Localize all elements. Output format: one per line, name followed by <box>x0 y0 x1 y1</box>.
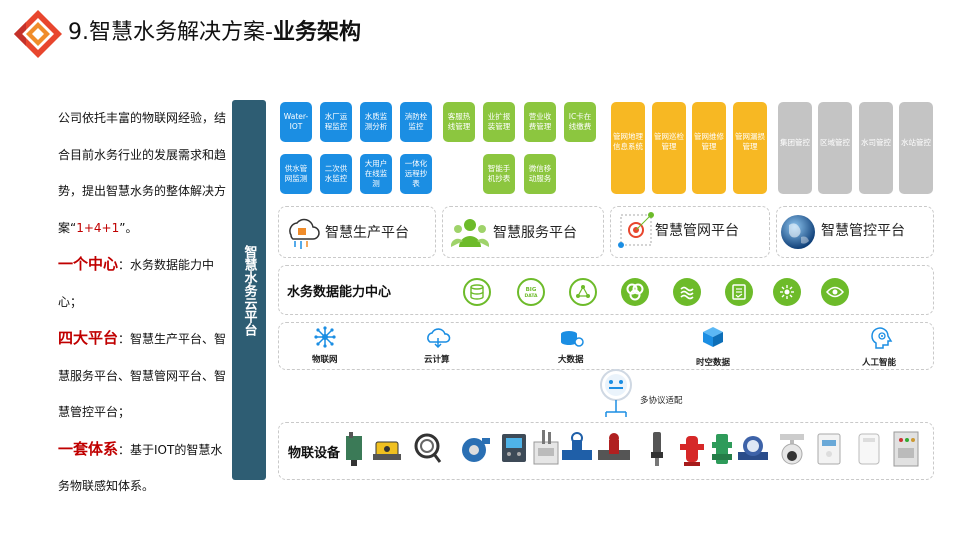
terminal-icon <box>858 433 880 465</box>
database-icon <box>463 278 491 306</box>
tile-pipe-monitor[interactable]: 供水管网监测 <box>280 154 312 194</box>
smart-meter-icon <box>817 433 841 465</box>
water-flow-icon <box>673 278 701 306</box>
ai-head-icon <box>871 327 893 349</box>
company-logo-icon <box>14 10 62 58</box>
protocol-label: 多协议适配 <box>640 396 683 406</box>
data-center-label: 水务数据能力中心 <box>287 285 392 300</box>
tile-secondary-supply[interactable]: 二次供水监控 <box>320 154 352 194</box>
tile-hotline[interactable]: 客服热线管理 <box>443 102 475 142</box>
pipe-network-icon <box>618 212 654 248</box>
cloud-platform-label: 智慧水务云平台 <box>241 244 257 336</box>
cloud-platform-bar: 智慧水务云平台 <box>232 100 266 480</box>
service-ai-label: 人工智能 <box>862 358 897 368</box>
tile-mobile-reading[interactable]: 智能手机抄表 <box>483 154 515 194</box>
system-body: ：基于IOT的智慧水务物联感知体系。 <box>58 442 223 494</box>
tile-company-control[interactable]: 水司管控 <box>859 102 893 194</box>
center-body: ：水务数据能力中心； <box>58 258 215 309</box>
services-row <box>278 322 934 370</box>
center-heading: 一个中心 <box>58 255 119 273</box>
factory-cloud-icon <box>289 218 320 249</box>
link-rings-icon <box>621 278 649 306</box>
service-cloud-label: 云计算 <box>424 355 450 365</box>
service-bigdata-label: 大数据 <box>558 355 584 365</box>
platforms-heading: 四大平台 <box>58 329 119 347</box>
globe-icon <box>781 215 815 249</box>
intro-text: 公司依托丰富的物联网经验，结合目前水务行业的发展需求和趋势，提出智慧水务的整体解… <box>58 111 227 235</box>
cube-icon <box>703 327 723 347</box>
platform-service[interactable]: 智慧服务平台 <box>442 206 604 258</box>
devices-label: 物联设备 <box>288 446 341 461</box>
intro-end-text: ”。 <box>119 220 138 235</box>
formula-text: 1+4+1 <box>76 220 120 235</box>
controller-box-icon <box>502 434 526 462</box>
platform-control[interactable]: 智慧管控平台 <box>776 206 934 258</box>
system-heading: 一套体系 <box>58 439 119 458</box>
tile-group-control[interactable]: 集团管控 <box>778 102 812 194</box>
flow-meter-icon <box>373 441 401 460</box>
level-sensor-icon <box>346 432 362 466</box>
analyzer-icon <box>533 430 559 465</box>
control-cabinet-icon <box>893 431 919 467</box>
network-nodes-icon <box>569 278 597 306</box>
tile-water-quality[interactable]: 水质监测分析 <box>360 102 392 142</box>
document-check-icon <box>725 278 753 306</box>
platforms-body: ：智慧生产平台、智慧服务平台、智慧管网平台、智慧管控平台； <box>58 332 227 419</box>
service-spatial-label: 时空数据 <box>696 358 731 368</box>
cable-sensor-icon <box>414 433 442 463</box>
tile-repair[interactable]: 管网维修管理 <box>692 102 726 194</box>
green-valve-icon <box>712 434 732 464</box>
tile-ic-card[interactable]: IC卡在线缴费 <box>564 102 596 142</box>
tile-station-control[interactable]: 水站管控 <box>899 102 933 194</box>
pressure-gauge-icon <box>651 432 663 466</box>
svg-text:BIG: BIG <box>526 287 537 293</box>
tile-remote-reading[interactable]: 一体化远程抄表 <box>400 154 432 194</box>
iot-icon <box>314 326 336 348</box>
title-number: 9. <box>68 20 89 45</box>
tile-plant-monitor[interactable]: 水厂运程监控 <box>320 102 352 142</box>
spark-icon <box>773 278 801 306</box>
platform-network[interactable]: 智慧管网平台 <box>610 206 770 258</box>
tile-installation[interactable]: 业扩报装管理 <box>483 102 515 142</box>
tile-water-iot[interactable]: Water-IOT <box>280 102 312 142</box>
hydrant-icon <box>680 436 704 466</box>
platform-production[interactable]: 智慧生产平台 <box>278 206 436 258</box>
eye-icon <box>821 278 849 306</box>
water-meter-icon <box>738 436 768 460</box>
camera-icon <box>780 434 804 465</box>
service-iot-label: 物联网 <box>312 355 338 365</box>
platform-network-label: 智慧管网平台 <box>655 223 739 239</box>
tile-large-user[interactable]: 大用户在线监测 <box>360 154 392 194</box>
tile-wechat[interactable]: 微信移动服务 <box>524 154 556 194</box>
pump-icon <box>462 438 490 462</box>
protocol-adapter-icon <box>600 369 632 417</box>
big-data-disk-icon <box>561 331 584 347</box>
tile-region-control[interactable]: 区域管控 <box>818 102 852 194</box>
people-service-icon <box>451 219 489 247</box>
valve-icon <box>562 432 592 460</box>
tile-leakage[interactable]: 管网漏损管理 <box>733 102 767 194</box>
platform-production-label: 智慧生产平台 <box>325 225 409 241</box>
page-title: 9.智慧水务解决方案-业务架构 <box>68 18 361 48</box>
left-description: 公司依托丰富的物联网经验，结合目前水务行业的发展需求和趋势，提出智慧水务的整体解… <box>58 100 230 505</box>
tile-billing[interactable]: 营业收费管理 <box>524 102 556 142</box>
cloud-computing-icon <box>427 328 451 348</box>
tile-patrol[interactable]: 管网巡检管理 <box>652 102 686 194</box>
platform-service-label: 智慧服务平台 <box>493 225 577 241</box>
butterfly-valve-icon <box>598 433 630 460</box>
tile-gis[interactable]: 管网地理信息系统 <box>611 102 645 194</box>
tile-hydrant-monitor[interactable]: 消防栓监控 <box>400 102 432 142</box>
svg-text:DATA: DATA <box>524 293 538 299</box>
title-main: 智慧水务解决方案- <box>89 20 273 45</box>
platform-control-label: 智慧管控平台 <box>821 223 905 239</box>
title-bold: 业务架构 <box>272 20 361 45</box>
